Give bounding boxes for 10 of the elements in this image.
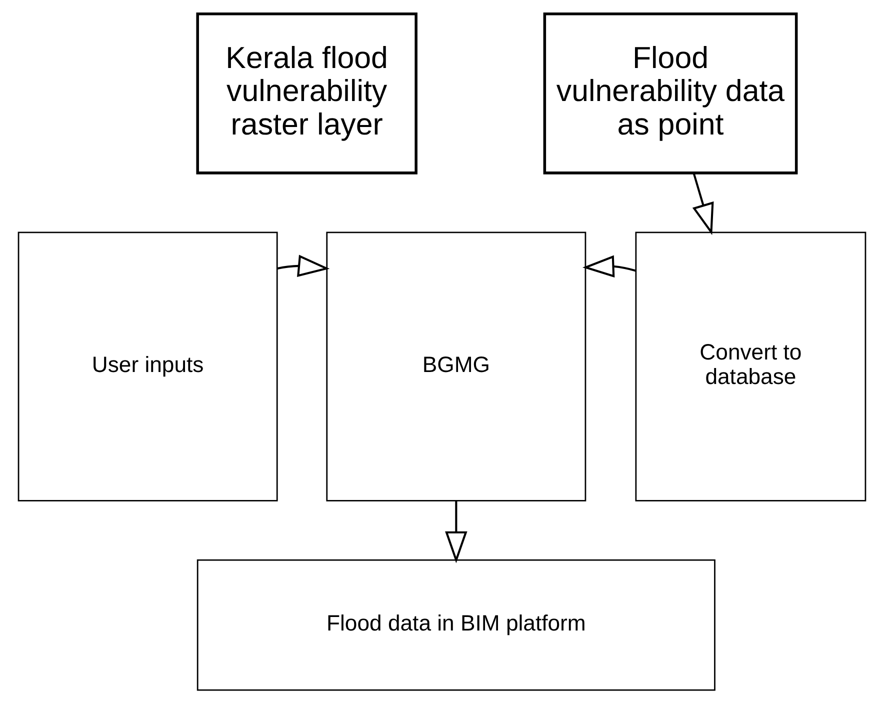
node-box: BGMG bbox=[326, 232, 586, 502]
node-box: Flood vulnerability data as point bbox=[543, 12, 798, 174]
node-box: Convert to database bbox=[635, 232, 866, 502]
arrow bbox=[445, 500, 468, 564]
node-box: Flood data in BIM platform bbox=[196, 559, 716, 691]
arrow bbox=[692, 172, 714, 236]
node-box: Kerala flood vulnerability raster layer bbox=[196, 12, 418, 174]
node-box: User inputs bbox=[18, 232, 278, 502]
arrow bbox=[582, 255, 636, 278]
arrow bbox=[277, 254, 330, 277]
